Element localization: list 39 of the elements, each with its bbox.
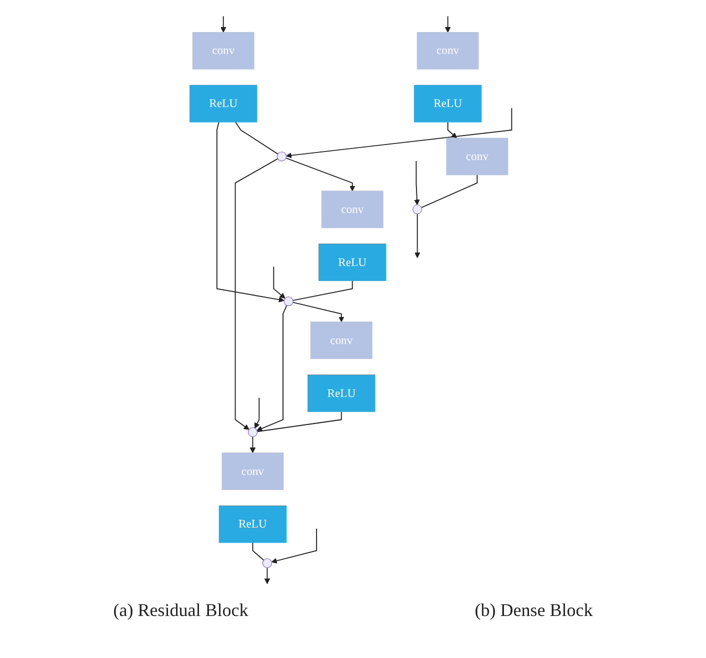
arrow [273,266,286,299]
layer-box: conv [416,32,479,70]
layer-box: conv [321,190,384,228]
arrow [444,16,451,33]
connector-line [252,542,264,561]
junction-dot [284,296,294,306]
arrow [414,213,420,258]
activation-layer-box: ReLU [308,374,376,412]
connector-line [256,411,342,432]
arrow [256,304,288,432]
arrow [234,158,278,430]
junction-dot [262,558,272,568]
arrow [216,122,284,302]
arrow [220,16,226,33]
activation-layer-box: ReLU [218,505,287,543]
layer-box: conv [192,32,254,70]
layer-box: conv [446,138,508,176]
activation-layer-box: ReLU [414,84,482,122]
arrow [254,397,260,428]
arrow [292,302,344,322]
arrow [271,528,318,564]
activation-layer-box: ReLU [189,84,258,122]
connector-line [292,280,353,301]
arrow [250,436,256,454]
arrow [447,122,458,138]
caption: (b) Dense Block [474,600,593,621]
activation-layer-box: ReLU [318,244,386,281]
connector-line [420,174,478,208]
arrow [264,567,270,584]
junction-dot [412,204,422,214]
arrow [285,158,356,192]
layer-box: conv [310,322,372,360]
caption: (a) Residual Block [113,600,248,621]
junction-dot [248,427,258,438]
junction-dot [276,152,287,162]
arrow [414,160,420,206]
layer-box: conv [222,452,284,490]
arrow [286,108,512,158]
connector-line [234,122,278,155]
